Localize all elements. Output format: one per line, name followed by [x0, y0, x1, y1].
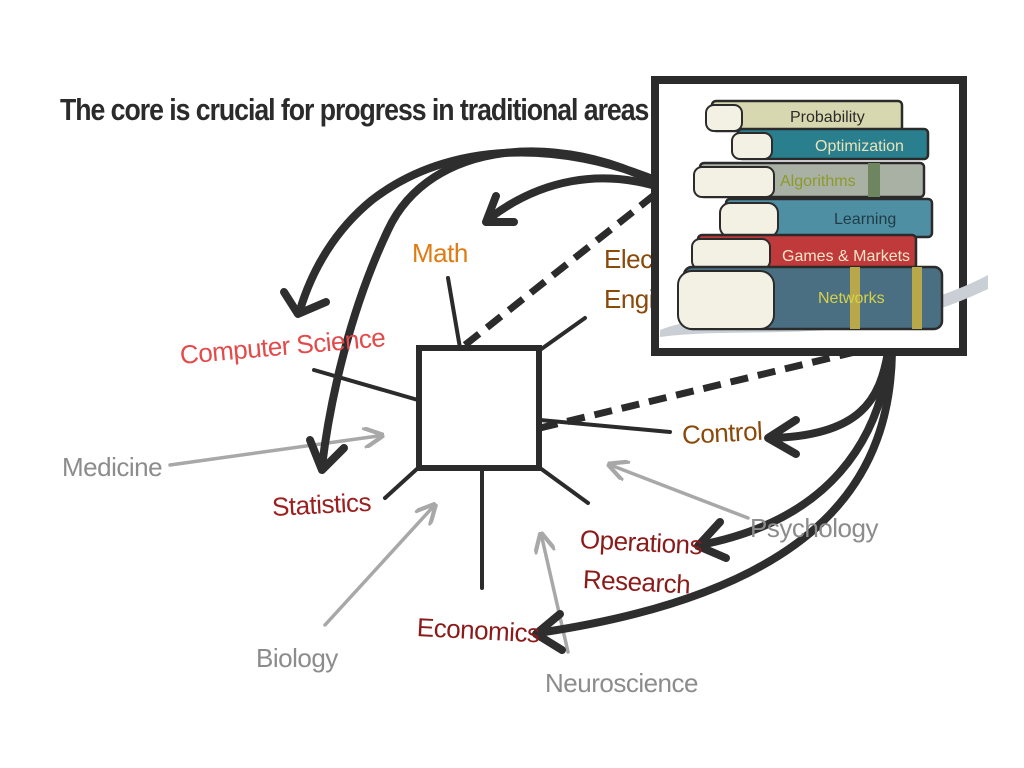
book-label-algorithms: Algorithms: [780, 173, 856, 190]
spoke-statistics: [383, 466, 420, 500]
book-label-games-markets: Games & Markets: [782, 248, 910, 265]
arrow-biology: [323, 508, 432, 627]
label-electrical-line1: Elect: [604, 244, 660, 274]
book-probability: Probability: [705, 99, 904, 133]
dashed-connectors: [462, 189, 856, 432]
label-biology: Biology: [256, 643, 338, 673]
spoke-computer-science: [312, 368, 420, 402]
arrow-to-economics: [534, 348, 896, 637]
label-control: Control: [681, 415, 763, 450]
slide-title: The core is crucial for progress in trad…: [60, 92, 649, 127]
spoke-control: [538, 418, 672, 434]
spoke-operations-research: [538, 466, 590, 505]
book-label-probability: Probability: [790, 109, 865, 126]
spokes: [312, 276, 672, 590]
dashed-connector-upper: [462, 189, 661, 348]
label-statistics: Statistics: [271, 486, 372, 522]
book-label-learning: Learning: [834, 211, 896, 228]
arrow-neuroscience: [542, 538, 570, 654]
arrow-to-operations-research: [696, 348, 894, 549]
label-operations-research-line2: Research: [582, 564, 691, 600]
book-networks: Networks: [677, 265, 944, 331]
label-operations-research-line1: Operations: [579, 524, 703, 561]
arrowhead-computer-science: [280, 288, 330, 318]
books-box: Probability Optimization Algorithms Lear…: [651, 76, 988, 356]
label-medicine: Medicine: [62, 452, 163, 482]
arrow-to-statistics: [318, 147, 666, 470]
arrowhead-economics: [532, 610, 566, 654]
arrowhead-statistics: [306, 436, 348, 474]
arrow-medicine: [168, 436, 378, 467]
gray-arrows: [168, 436, 750, 654]
book-learning: Learning: [719, 197, 934, 239]
label-math: Math: [412, 238, 468, 268]
book-label-networks: Networks: [818, 290, 885, 307]
label-psychology: Psychology: [750, 513, 878, 543]
label-neuroscience: Neuroscience: [545, 668, 698, 698]
spoke-math: [446, 276, 462, 350]
arrow-to-math: [486, 174, 666, 222]
label-electrical-line2: Engi: [604, 284, 655, 314]
book-label-optimization: Optimization: [815, 138, 904, 155]
core-square: [416, 345, 542, 471]
book-games-markets: Games & Markets: [691, 233, 918, 271]
arrow-psychology: [613, 466, 750, 520]
spoke-electrical: [538, 316, 587, 352]
book-optimization: Optimization: [731, 127, 930, 161]
arrowhead-operations-research: [694, 518, 730, 562]
label-economics: Economics: [416, 612, 541, 649]
arrowhead-math: [482, 192, 518, 226]
arrowhead-control: [764, 416, 800, 458]
book-algorithms: Algorithms: [693, 161, 926, 199]
dark-arrows: [280, 147, 896, 654]
